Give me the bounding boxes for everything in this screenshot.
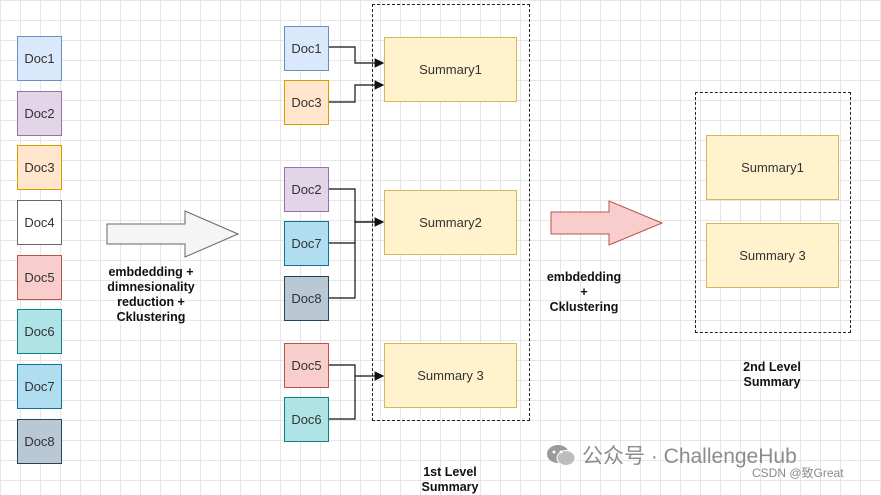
- input-doc-6: Doc6: [17, 309, 62, 354]
- connector-doc1-summary1: [329, 46, 385, 68]
- arrow2-label: embdedding + Cklustering: [546, 270, 622, 314]
- cluster3-doc-2: Doc6: [284, 397, 329, 442]
- level1-container: [372, 4, 530, 421]
- input-doc-4: Doc4: [17, 200, 62, 245]
- cluster2-doc-3: Doc8: [284, 276, 329, 321]
- cluster1-doc-2: Doc3: [284, 80, 329, 125]
- embedding-arrow-2: [550, 200, 664, 246]
- cluster2-doc-1: Doc2: [284, 167, 329, 212]
- level1-summary-3: Summary 3: [384, 343, 517, 408]
- watermark: 公众号 · ChallengeHub: [546, 440, 797, 470]
- input-doc-8: Doc8: [17, 419, 62, 464]
- level2-summary-1: Summary1: [706, 135, 839, 200]
- watermark-text: 公众号 · ChallengeHub: [582, 445, 797, 468]
- arrow1-label: embdedding + dimnesionality reduction + …: [107, 265, 195, 324]
- input-doc-1: Doc1: [17, 36, 62, 81]
- connector-doc8-summary2: [329, 217, 385, 299]
- level2-summary-2: Summary 3: [706, 223, 839, 288]
- cluster1-doc-1: Doc1: [284, 26, 329, 71]
- input-doc-7: Doc7: [17, 364, 62, 409]
- cluster2-doc-2: Doc7: [284, 221, 329, 266]
- level2-container: [695, 92, 851, 333]
- level1-summary-1: Summary1: [384, 37, 517, 102]
- input-doc-5: Doc5: [17, 255, 62, 300]
- input-doc-3: Doc3: [17, 145, 62, 190]
- level2-label: 2nd Level Summary: [743, 360, 801, 389]
- level1-label: 1st Level Summary: [421, 465, 479, 494]
- connector-doc3-summary1: [329, 80, 385, 103]
- wechat-icon: [546, 443, 576, 467]
- level1-summary-2: Summary2: [384, 190, 517, 255]
- connector-doc6-summary3: [329, 376, 356, 420]
- cluster3-doc-1: Doc5: [284, 343, 329, 388]
- connector-doc5-summary3: [329, 364, 385, 381]
- embedding-arrow-1: [106, 210, 240, 258]
- input-doc-2: Doc2: [17, 91, 62, 136]
- credit-text: CSDN @致Great: [752, 466, 844, 480]
